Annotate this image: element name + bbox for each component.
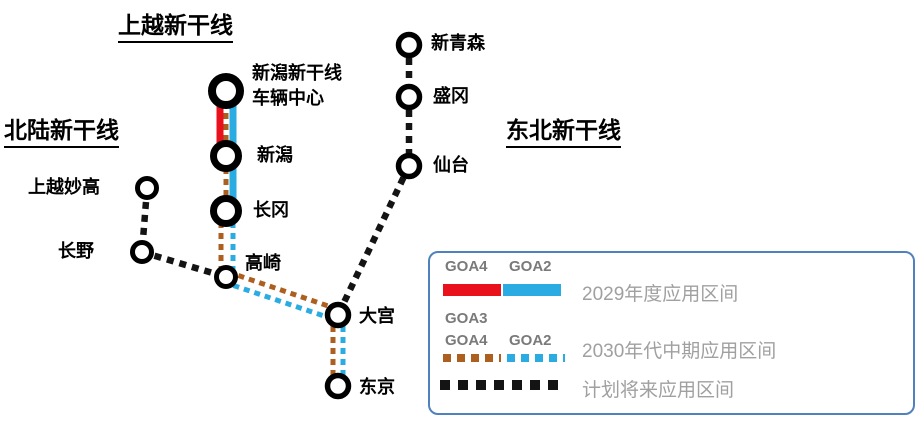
title-joetsu-line: 上越新干线 [118, 6, 233, 43]
line-planned-sendai-omiya [335, 164, 412, 317]
station-circle-shin-aomori [395, 31, 423, 59]
station-circle-morioka [395, 83, 423, 111]
station-circle-nagano [130, 240, 154, 264]
station-circle-nagaoka [210, 195, 242, 227]
station-label-joetsu-myoko: 上越妙高 [28, 177, 100, 197]
station-label-nagaoka: 长冈 [253, 200, 289, 220]
legend-swatch-goa2-blue [503, 284, 561, 296]
station-circle-niigata [210, 140, 242, 172]
legend-row1-goa2-label: GOA2 [509, 258, 552, 275]
title-tohoku-line: 东北新干线 [506, 111, 621, 148]
station-label-sendai: 仙台 [433, 155, 469, 175]
legend-swatch-2029 [443, 284, 561, 296]
line-planned-nagano-takasaki [141, 248, 227, 281]
station-circle-joetsu-myoko [135, 176, 159, 200]
station-circle-omiya [324, 301, 352, 329]
station-label-omiya: 大宫 [359, 306, 395, 326]
legend-row1-goa4-label: GOA4 [445, 258, 488, 275]
station-label-niigata: 新潟 [257, 145, 293, 165]
legend-row2-goa3-label: GOA3 [445, 310, 488, 327]
station-label-tokyo: 东京 [359, 377, 395, 397]
station-circle-tokyo [324, 372, 352, 400]
line-goa2-dashed-takasaki-omiya [222, 279, 337, 323]
legend-row1-text: 2029年度应用区间 [582, 284, 739, 305]
legend-swatch-goa4-red [443, 284, 501, 296]
station-circle-vehicle-center [208, 73, 244, 109]
station-label-shin-aomori: 新青森 [431, 33, 485, 53]
legend-box: GOA4 GOA2 2029年度应用区间 GOA3 GOA4 GOA2 2030… [428, 251, 915, 415]
station-label-morioka: 盛冈 [433, 86, 469, 106]
legend-row3-text: 计划将来应用区间 [582, 380, 735, 401]
station-circle-takasaki [214, 265, 238, 289]
station-label-nagano: 长野 [58, 241, 94, 261]
legend-row2-text: 2030年代中期应用区间 [582, 341, 777, 362]
legend-row2-goa2-label: GOA2 [509, 332, 552, 349]
line-goa34-takasaki-omiya [227, 269, 341, 313]
legend-swatch-2030s [443, 354, 565, 362]
station-label-vehicle-center: 新潟新干线 车辆中心 [252, 63, 342, 108]
legend-swatch-planned [440, 380, 566, 390]
legend-row2-goa4-label: GOA4 [445, 332, 488, 349]
station-label-takasaki: 高崎 [245, 253, 281, 273]
station-circle-sendai [395, 152, 423, 180]
title-hokuriku-line: 北陆新干线 [4, 111, 119, 148]
